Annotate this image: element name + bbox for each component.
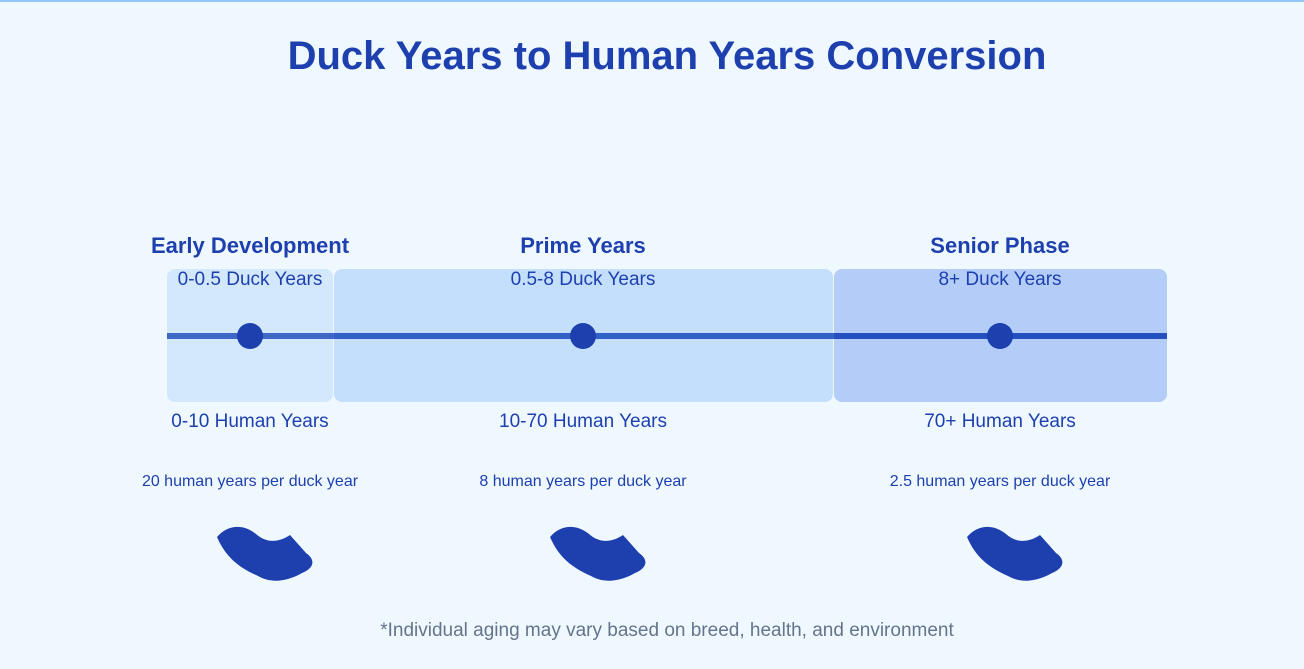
conversion-rate: 20 human years per duck year: [142, 473, 359, 490]
duck-years-range: 0-0.5 Duck Years: [178, 269, 323, 290]
stage-prime: Prime Years 0.5-8 Duck Years 10-70 Human…: [479, 233, 687, 581]
stage-senior: Senior Phase 8+ Duck Years 70+ Human Yea…: [890, 233, 1111, 581]
conversion-rate: 8 human years per duck year: [479, 473, 687, 490]
human-years-range: 10-70 Human Years: [499, 411, 667, 432]
conversion-rate: 2.5 human years per duck year: [890, 473, 1111, 490]
timeline-marker-early: [237, 323, 263, 349]
duck-icon: [550, 526, 646, 581]
stage-title: Prime Years: [520, 233, 646, 258]
duck-years-range: 8+ Duck Years: [938, 269, 1061, 290]
page-title: Duck Years to Human Years Conversion: [288, 34, 1047, 78]
duck-icon: [217, 526, 313, 581]
stage-title: Early Development: [151, 233, 350, 258]
footnote: *Individual aging may vary based on bree…: [380, 620, 954, 641]
human-years-range: 0-10 Human Years: [171, 411, 328, 432]
duck-years-range: 0.5-8 Duck Years: [511, 269, 656, 290]
stage-early: Early Development 0-0.5 Duck Years 0-10 …: [142, 233, 359, 581]
top-border: [0, 0, 1304, 2]
timeline-marker-prime: [570, 323, 596, 349]
stage-title: Senior Phase: [930, 233, 1069, 258]
timeline-marker-senior: [987, 323, 1013, 349]
duck-icon: [967, 526, 1063, 581]
human-years-range: 70+ Human Years: [924, 411, 1076, 432]
